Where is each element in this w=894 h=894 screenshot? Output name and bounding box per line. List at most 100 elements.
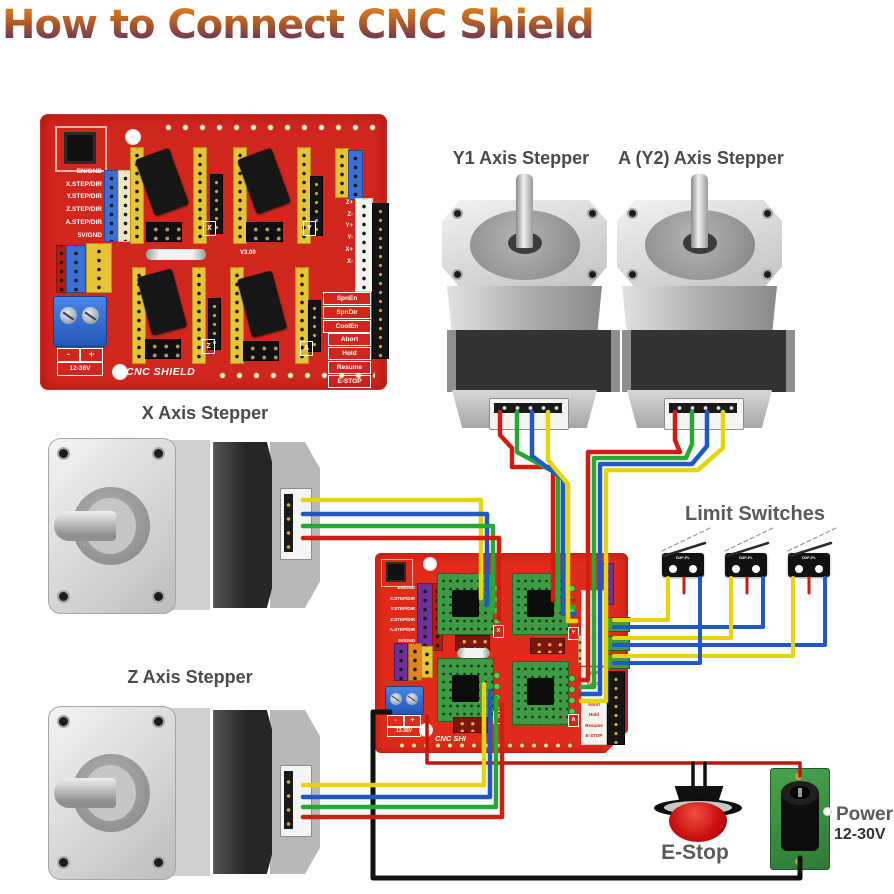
pin-label: 5V/GND	[398, 637, 415, 643]
endstop-label: Z+	[345, 200, 353, 206]
pad-row-bottom	[395, 741, 575, 750]
wire-terminals	[568, 581, 576, 623]
estop-cap	[669, 802, 727, 842]
jumper-block	[243, 341, 279, 361]
control-label: Resume	[585, 722, 603, 728]
version-text: V3.00	[240, 250, 256, 256]
reset-button-cap	[388, 564, 404, 580]
control-labels: SpnEn SpnDir CoolEn Abort Hold Resume E-…	[581, 667, 607, 745]
pin-label: X.STEP/DIR	[65, 180, 102, 188]
endstop-label: Y-	[591, 624, 597, 630]
driver-chip	[452, 590, 479, 617]
pin-label: X.STEP/DIR	[389, 595, 415, 601]
connector-pins	[494, 403, 562, 413]
pin-header	[355, 198, 373, 292]
driver-module-x	[437, 573, 494, 635]
estop-button	[650, 780, 750, 850]
pin-header	[372, 203, 389, 359]
pin-header	[607, 671, 625, 745]
motor-screw	[59, 449, 68, 458]
driver-socket-y	[297, 147, 311, 244]
driver-module-a	[512, 661, 569, 725]
motor-screw	[454, 271, 461, 278]
motor-body-upper	[622, 286, 777, 332]
y2-motor-label: A (Y2) Axis Stepper	[618, 148, 784, 168]
pin-labels-left: EN/GND X.STEP/DIR Y.STEP/DIR Z.STEP/DIR …	[42, 166, 102, 242]
motor-screw	[589, 210, 596, 217]
power-label: Power	[836, 804, 894, 825]
motor-body-dark	[213, 442, 272, 608]
fuse	[457, 648, 490, 658]
motor-shaft	[54, 511, 116, 541]
endstop-connector	[605, 654, 630, 669]
pin-label: Z.STEP/DIR	[66, 206, 102, 214]
axis-label-z: Z	[493, 711, 504, 724]
wire-terminals	[493, 581, 501, 623]
control-label: Hold	[328, 347, 371, 360]
pin-label: Z.STEP/DIR	[390, 616, 415, 622]
pin-label: EN/GND	[397, 585, 415, 590]
plus-label: +	[404, 715, 421, 727]
motor-screw	[154, 858, 163, 867]
control-labels-job: Abort Hold Resume E-STOP	[328, 333, 371, 389]
motor-screw	[154, 449, 163, 458]
pad-row-bottom	[212, 369, 375, 382]
motor-shaft	[54, 778, 116, 808]
motor-connector	[664, 398, 744, 430]
connector-pins	[669, 403, 737, 413]
x-motor-label: X Axis Stepper	[141, 403, 269, 423]
pin-label: Y.STEP/DIR	[66, 193, 102, 201]
switch-button	[795, 565, 803, 573]
motor-connector	[489, 398, 569, 430]
control-label: E-STOP	[328, 375, 371, 388]
leader-line	[661, 527, 711, 552]
control-label: SpnEn	[586, 670, 602, 675]
driver-chip	[527, 590, 554, 617]
limit3-wire-yellow	[612, 576, 795, 658]
endstop-label: Y+	[591, 614, 597, 619]
control-label: CoolEn	[586, 691, 602, 696]
control-labels-spindle: SpnEn SpnDir CoolEn	[323, 292, 371, 334]
jumper-caps-yellow	[86, 243, 112, 293]
control-label: Resume	[328, 361, 371, 374]
control-label: CoolEn	[323, 320, 371, 333]
motor-connector	[280, 488, 312, 560]
minus-label: -	[387, 715, 404, 727]
switch-model-text: D2F-FL	[739, 555, 753, 560]
pin-header	[118, 170, 133, 242]
connector-pins	[284, 771, 293, 829]
limit3-wire-blue	[612, 576, 827, 647]
jumper-block	[530, 638, 565, 654]
jumper-caps-yellow	[335, 148, 349, 198]
limit2-wire-blue	[612, 576, 765, 629]
endstop-labels: Z+ Z- Y+ Y- X+ X-	[581, 590, 607, 666]
motor-screw	[59, 717, 68, 726]
motor-shaft	[691, 174, 708, 248]
axis-label-a: A	[568, 714, 579, 727]
pin-label: A.STEP/DIR	[389, 627, 415, 633]
endstop-label: Z-	[591, 603, 597, 609]
motor-screw	[154, 592, 163, 601]
control-label: E-STOP	[585, 733, 603, 738]
power-module	[770, 768, 832, 870]
endstop-label: Z+	[591, 593, 597, 598]
minus-label: -	[57, 348, 80, 362]
solder-pad	[795, 773, 802, 780]
connector-pins	[284, 494, 293, 552]
leader-line	[787, 527, 837, 552]
reset-button-cap	[67, 135, 93, 161]
cnc-shield-photo: EN/GND X.STEP/DIR Y.STEP/DIR Z.STEP/DIR …	[40, 114, 389, 390]
z-motor-label: Z Axis Stepper	[127, 667, 253, 687]
jumper-block	[145, 339, 181, 359]
terminal-screw	[82, 307, 99, 324]
axis-label-z: Z	[202, 339, 215, 354]
endstop-label: X+	[591, 635, 597, 640]
dc-jack-pin	[798, 788, 802, 797]
jumper-caps-blue	[348, 150, 363, 200]
power-terminal	[53, 296, 107, 347]
switch-button	[669, 565, 677, 573]
mount-hole	[125, 129, 141, 145]
board-name: CNC SHIELD	[126, 366, 196, 378]
driver-chip	[527, 678, 554, 705]
